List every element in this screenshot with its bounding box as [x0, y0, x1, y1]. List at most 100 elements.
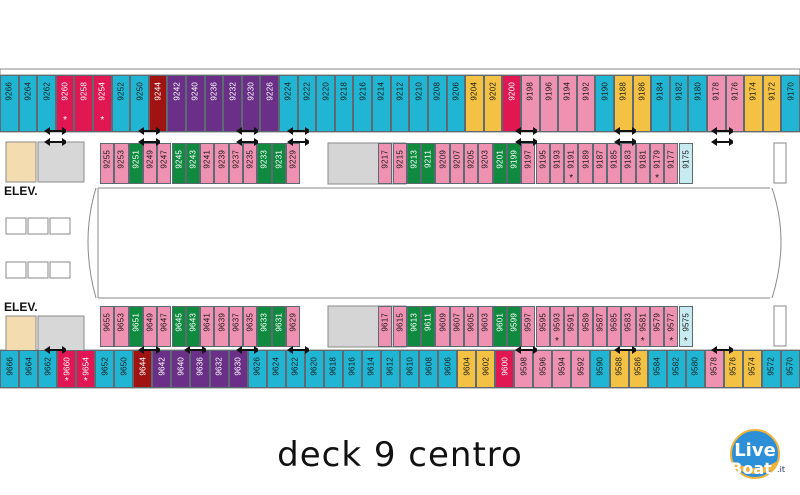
cabin-9200[interactable]: 9200	[502, 75, 521, 132]
cabin-9264[interactable]: 9264	[18, 75, 38, 132]
cabin-9631[interactable]: 9631	[271, 306, 286, 347]
cabin-9596[interactable]: 9596	[533, 350, 553, 388]
cabin-9589[interactable]: 9589	[578, 306, 593, 347]
cabin-9579[interactable]: 9579	[649, 306, 665, 347]
cabin-9250[interactable]: 9250	[130, 75, 149, 132]
cabin-9604[interactable]: 9604	[457, 350, 477, 388]
cabin-9253[interactable]: 9253	[114, 143, 129, 184]
cabin-9241[interactable]: 9241	[200, 143, 215, 184]
cabin-9614[interactable]: 9614	[361, 350, 381, 388]
cabin-9170[interactable]: 9170	[781, 75, 800, 132]
cabin-9629[interactable]: 9629	[285, 306, 301, 347]
cabin-9587[interactable]: 9587	[592, 306, 607, 347]
cabin-9186[interactable]: 9186	[632, 75, 652, 132]
cabin-9209[interactable]: 9209	[435, 143, 450, 184]
cabin-9229[interactable]: 9229	[285, 143, 301, 184]
cabin-9203[interactable]: 9203	[478, 143, 493, 184]
cabin-9602[interactable]: 9602	[476, 350, 496, 388]
cabin-9617[interactable]: 9617	[378, 306, 393, 347]
cabin-9262[interactable]: 9262	[37, 75, 56, 132]
cabin-9635[interactable]: 9635	[243, 306, 258, 347]
cabin-9204[interactable]: 9204	[465, 75, 484, 132]
cabin-9608[interactable]: 9608	[419, 350, 439, 388]
cabin-9222[interactable]: 9222	[297, 75, 317, 132]
cabin-9643[interactable]: 9643	[185, 306, 201, 347]
cabin-9585[interactable]: 9585	[607, 306, 622, 347]
cabin-9202[interactable]: 9202	[483, 75, 503, 132]
cabin-9185[interactable]: 9185	[607, 143, 622, 184]
cabin-9601[interactable]: 9601	[492, 306, 507, 347]
cabin-9239[interactable]: 9239	[214, 143, 229, 184]
cabin-9636[interactable]: 9636	[190, 350, 210, 388]
cabin-9586[interactable]: 9586	[628, 350, 648, 388]
cabin-9252[interactable]: 9252	[111, 75, 131, 132]
cabin-9654[interactable]: 9654*	[76, 350, 96, 388]
cabin-9211[interactable]: 9211	[421, 143, 436, 184]
cabin-9254[interactable]: 9254*	[93, 75, 112, 132]
cabin-9644[interactable]: 9644	[133, 350, 153, 388]
cabin-9655[interactable]: 9655	[100, 306, 115, 347]
cabin-9216[interactable]: 9216	[353, 75, 373, 132]
cabin-9616[interactable]: 9616	[342, 350, 362, 388]
cabin-9603[interactable]: 9603	[478, 306, 493, 347]
cabin-9243[interactable]: 9243	[185, 143, 201, 184]
cabin-9615[interactable]: 9615	[392, 306, 407, 347]
cabin-9572[interactable]: 9572	[761, 350, 781, 388]
cabin-9600[interactable]: 9600	[495, 350, 515, 388]
cabin-9599[interactable]: 9599	[506, 306, 522, 347]
cabin-9245[interactable]: 9245	[171, 143, 186, 184]
cabin-9595[interactable]: 9595	[535, 306, 550, 347]
cabin-9174[interactable]: 9174	[744, 75, 763, 132]
cabin-9574[interactable]: 9574	[742, 350, 762, 388]
cabin-9182[interactable]: 9182	[669, 75, 689, 132]
cabin-9214[interactable]: 9214	[372, 75, 391, 132]
cabin-9588[interactable]: 9588	[609, 350, 629, 388]
cabin-9612[interactable]: 9612	[380, 350, 400, 388]
cabin-9247[interactable]: 9247	[157, 143, 172, 184]
cabin-9606[interactable]: 9606	[438, 350, 458, 388]
cabin-9195[interactable]: 9195	[535, 143, 550, 184]
cabin-9647[interactable]: 9647	[157, 306, 172, 347]
cabin-9193[interactable]: 9193	[549, 143, 565, 184]
cabin-9177[interactable]: 9177	[664, 143, 679, 184]
cabin-9613[interactable]: 9613	[406, 306, 422, 347]
cabin-9575[interactable]: 9575*	[678, 306, 693, 347]
cabin-9205[interactable]: 9205	[464, 143, 479, 184]
cabin-9592[interactable]: 9592	[571, 350, 591, 388]
cabin-9213[interactable]: 9213	[406, 143, 422, 184]
cabin-9207[interactable]: 9207	[449, 143, 464, 184]
cabin-9249[interactable]: 9249	[142, 143, 158, 184]
cabin-9609[interactable]: 9609	[435, 306, 450, 347]
cabin-9255[interactable]: 9255	[100, 143, 115, 184]
cabin-9598[interactable]: 9598	[514, 350, 534, 388]
cabin-9642[interactable]: 9642	[152, 350, 172, 388]
cabin-9244[interactable]: 9244	[148, 75, 168, 132]
cabin-9645[interactable]: 9645	[171, 306, 186, 347]
cabin-9650[interactable]: 9650	[114, 350, 134, 388]
cabin-9578[interactable]: 9578	[704, 350, 724, 388]
cabin-9653[interactable]: 9653	[114, 306, 129, 347]
cabin-9637[interactable]: 9637	[228, 306, 243, 347]
cabin-9626[interactable]: 9626	[247, 350, 267, 388]
cabin-9176[interactable]: 9176	[725, 75, 745, 132]
cabin-9639[interactable]: 9639	[214, 306, 229, 347]
cabin-9224[interactable]: 9224	[279, 75, 298, 132]
cabin-9180[interactable]: 9180	[688, 75, 707, 132]
cabin-9240[interactable]: 9240	[186, 75, 205, 132]
cabin-9581[interactable]: 9581*	[635, 306, 650, 347]
cabin-9218[interactable]: 9218	[334, 75, 354, 132]
cabin-9583[interactable]: 9583	[621, 306, 636, 347]
cabin-9179[interactable]: 9179*	[649, 143, 665, 184]
cabin-9570[interactable]: 9570	[780, 350, 800, 388]
cabin-9189[interactable]: 9189	[578, 143, 593, 184]
cabin-9231[interactable]: 9231	[271, 143, 286, 184]
cabin-9188[interactable]: 9188	[613, 75, 633, 132]
cabin-9183[interactable]: 9183	[621, 143, 636, 184]
cabin-9235[interactable]: 9235	[243, 143, 258, 184]
cabin-9226[interactable]: 9226	[260, 75, 280, 132]
cabin-9192[interactable]: 9192	[576, 75, 596, 132]
cabin-9217[interactable]: 9217	[378, 143, 393, 184]
cabin-9590[interactable]: 9590	[590, 350, 610, 388]
cabin-9605[interactable]: 9605	[464, 306, 479, 347]
cabin-9660[interactable]: 9660*	[57, 350, 77, 388]
